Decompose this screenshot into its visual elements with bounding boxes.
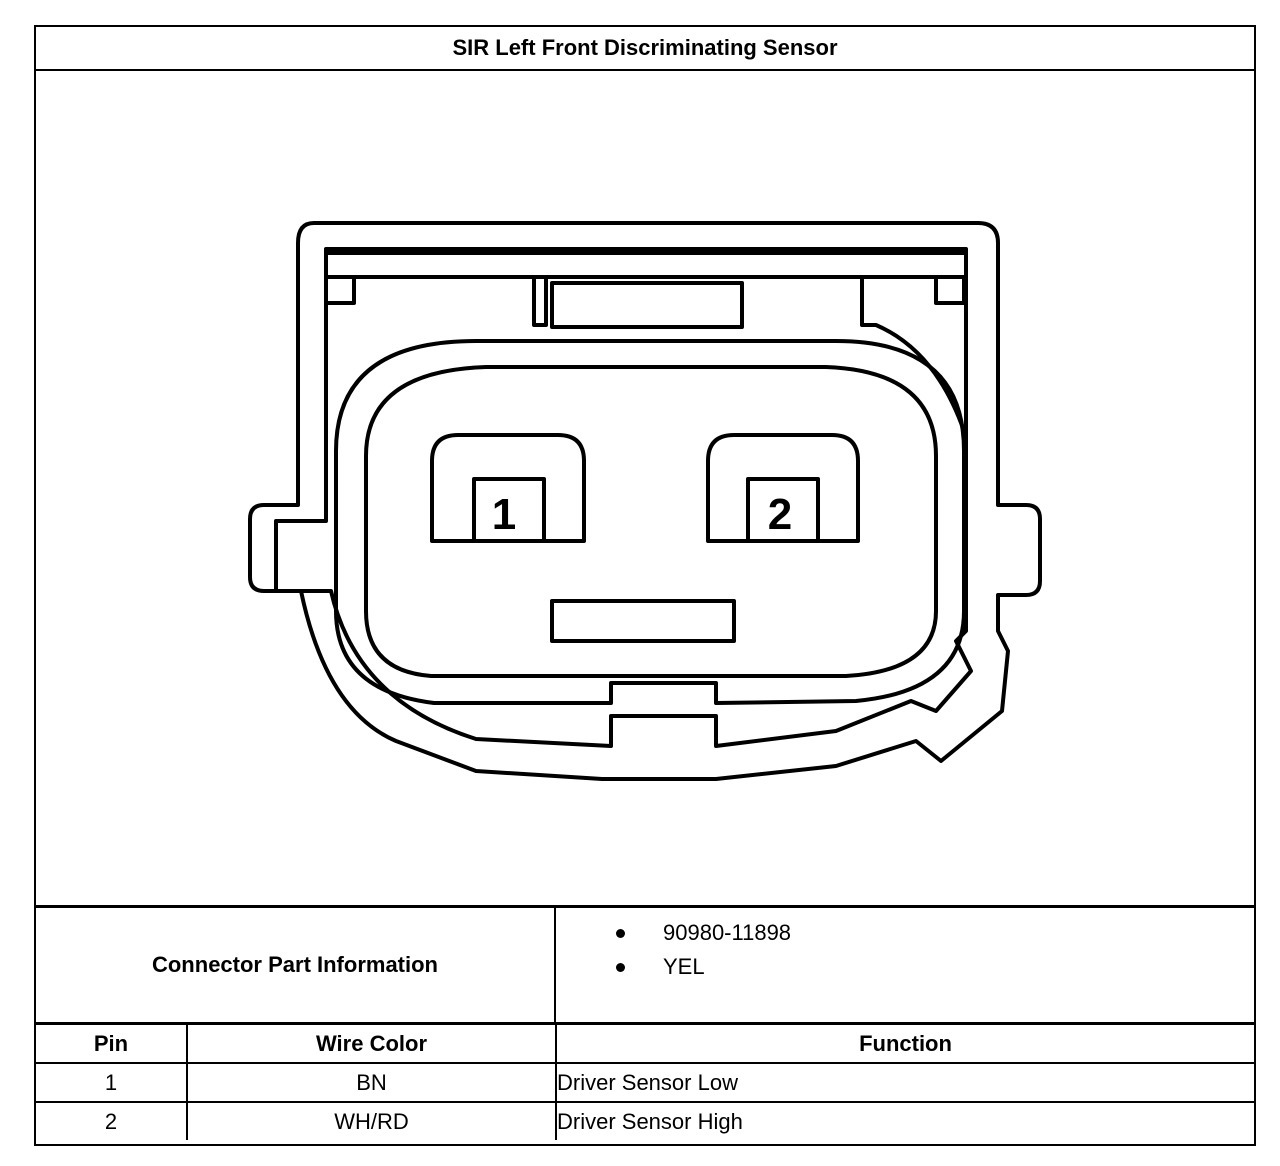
latch-window	[550, 281, 744, 329]
housing-outer	[248, 221, 1042, 781]
header-function: Function	[555, 1022, 1254, 1064]
part-info-label: Connector Part Information	[36, 908, 556, 1022]
wire-color-cell: WH/RD	[186, 1101, 557, 1140]
latch-tab-right	[934, 277, 966, 305]
pin-1-label: 1	[492, 490, 516, 539]
table-row: 1 BN Driver Sensor Low	[36, 1062, 1254, 1103]
pin-cell: 2	[36, 1101, 188, 1140]
sheet-title: SIR Left Front Discriminating Sensor	[36, 27, 1254, 71]
part-info-item: 90980-11898	[558, 920, 791, 954]
cavity-2	[706, 433, 860, 543]
part-info-item: YEL	[558, 954, 791, 988]
connector-color: YEL	[663, 954, 705, 979]
pin-table-header: Pin Wire Color Function	[36, 1022, 1254, 1064]
table-row: 2 WH/RD Driver Sensor High	[36, 1101, 1254, 1140]
key-slot	[550, 599, 736, 643]
pin-1-box	[472, 477, 546, 543]
pin-cell: 1	[36, 1062, 188, 1103]
bullet-icon	[616, 929, 625, 938]
function-cell: Driver Sensor High	[555, 1101, 1254, 1140]
latch-tab-mid-left	[532, 277, 548, 327]
header-pin: Pin	[36, 1022, 188, 1064]
bullet-icon	[616, 963, 625, 972]
latch-bar	[324, 251, 968, 279]
part-info-list: 90980-11898 YEL	[558, 920, 791, 988]
pin-2-box	[746, 477, 820, 543]
pin-2-label: 2	[768, 490, 792, 539]
connector-part-info: Connector Part Information 90980-11898 Y…	[36, 905, 1254, 1022]
cavity-1	[430, 433, 586, 543]
function-cell: Driver Sensor Low	[555, 1062, 1254, 1103]
wire-color-cell: BN	[186, 1062, 557, 1103]
housing-inner	[274, 247, 973, 748]
latch-tab-mid-right	[860, 277, 966, 432]
connector-sheet: SIR Left Front Discriminating Sensor	[34, 25, 1256, 1146]
mating-face	[334, 339, 966, 705]
connector-diagram: 1 2	[36, 71, 1254, 905]
mating-face-inner	[364, 365, 938, 678]
part-number: 90980-11898	[663, 920, 792, 945]
connector-face-drawing: 1 2	[248, 221, 1042, 781]
latch-tab-left	[324, 277, 356, 305]
header-wire-color: Wire Color	[186, 1022, 557, 1064]
pin-table: Pin Wire Color Function 1 BN Driver Sens…	[36, 1022, 1254, 1140]
